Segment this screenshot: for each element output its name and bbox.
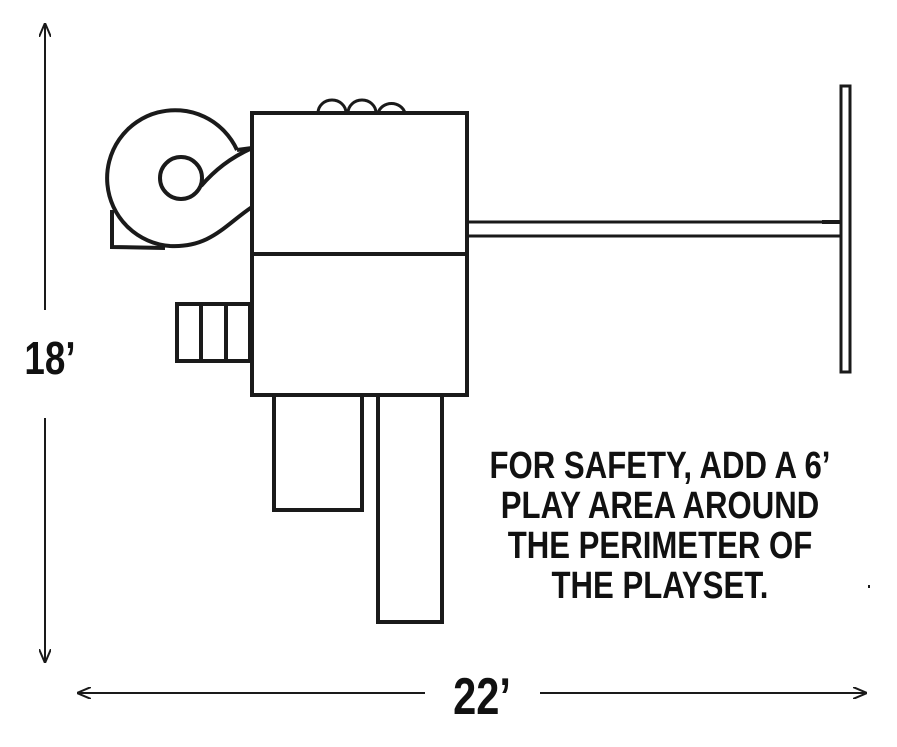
width-label: 22’ [453, 667, 511, 726]
note-line-4: THE PLAYSET. [552, 565, 769, 607]
rock-wall-ramp [272, 393, 364, 512]
periscope-bumps [316, 98, 407, 114]
steps [175, 302, 252, 363]
spiral-slide [105, 108, 254, 250]
speck [868, 585, 870, 588]
height-label: 18’ [24, 332, 75, 384]
wave-slide [376, 393, 444, 624]
lower-deck [250, 252, 469, 397]
note-line-1: FOR SAFETY, ADD A 6’ [490, 445, 831, 487]
a-frame-leg [839, 84, 852, 374]
upper-deck [250, 111, 469, 256]
note-line-2: PLAY AREA AROUND [501, 485, 819, 527]
note-line-3: THE PERIMETER OF [508, 525, 813, 567]
safety-note: FOR SAFETY, ADD A 6’ PLAY AREA AROUND TH… [490, 445, 831, 607]
swing-beam [467, 220, 842, 238]
